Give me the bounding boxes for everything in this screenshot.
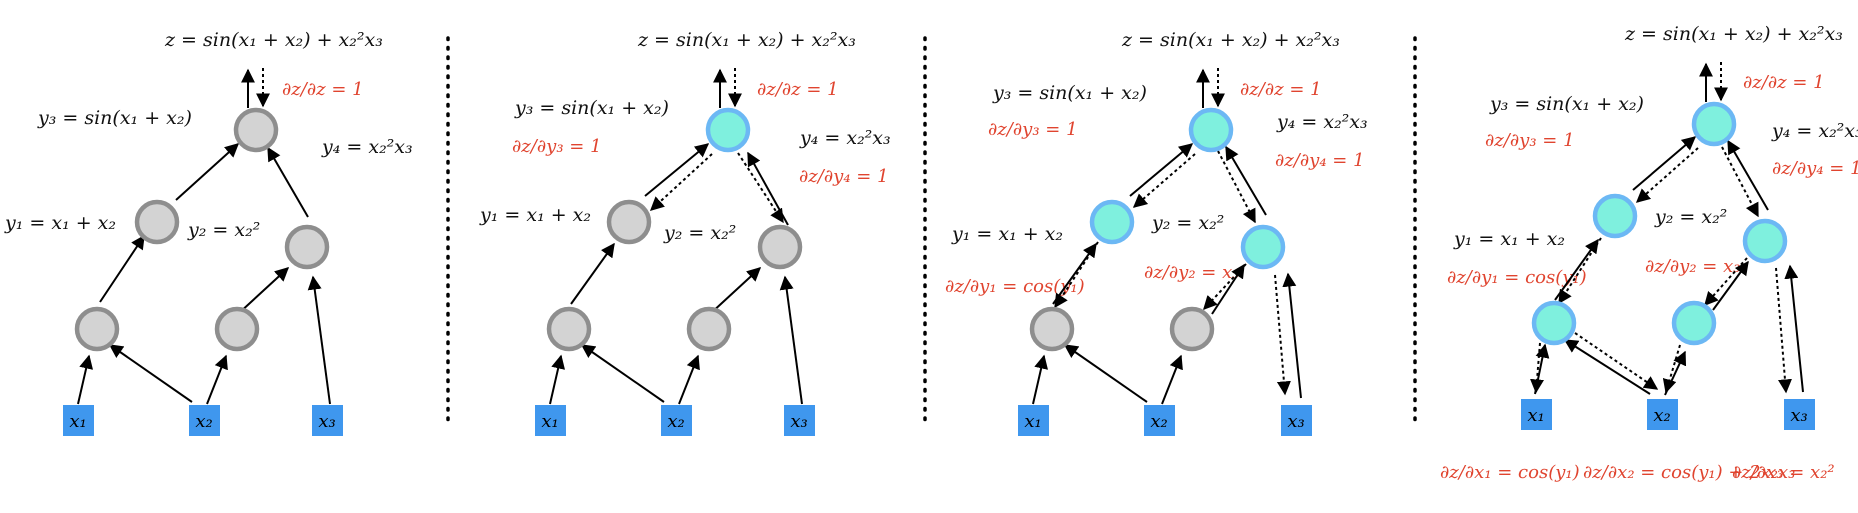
y4-gradient: ∂z/∂y₄ = 1 — [799, 166, 889, 187]
leaf-x2 — [189, 405, 220, 436]
panel-1: z = sin(x₁ + x₂) + x₂²x₃ ∂z/∂z = 1 y₃ = … — [4, 29, 413, 436]
node-sum — [74, 306, 120, 352]
panel-3: z = sin(x₁ + x₂) + x₂²x₃ ∂z/∂z = 1 y₃ = … — [945, 29, 1368, 436]
leaf-x1 — [535, 405, 566, 436]
leaf-x3-label: x₃ — [318, 411, 335, 432]
forward-edges — [549, 68, 803, 405]
leaf-x1-label: x₁ — [1024, 411, 1041, 432]
leaf-x3-label: x₃ — [1287, 411, 1304, 432]
y3-gradient: ∂z/∂y₃ = 1 — [988, 119, 1078, 140]
node-y4 — [1240, 224, 1286, 270]
node-y2 — [1169, 306, 1215, 352]
y1-equation: y₁ = x₁ + x₂ — [1453, 228, 1565, 250]
y3-equation: y₃ = sin(x₁ + x₂) — [514, 97, 669, 119]
leaf-x1 — [63, 405, 94, 436]
output-equation: z = sin(x₁ + x₂) + x₂²x₃ — [1121, 29, 1340, 51]
node-y3-output — [1691, 101, 1737, 147]
y2-equation: y₂ = x₂² — [663, 222, 736, 244]
node-y3-output — [233, 107, 279, 153]
node-y2 — [686, 306, 732, 352]
y4-gradient: ∂z/∂y₄ = 1 — [1772, 158, 1858, 179]
y1-gradient: ∂z/∂y₁ = cos(y₁) — [945, 276, 1085, 297]
panel-2: z = sin(x₁ + x₂) + x₂²x₃ ∂z/∂z = 1 y₃ = … — [479, 29, 891, 436]
node-y3-output — [705, 107, 751, 153]
leaf-x2-label: x₂ — [195, 411, 212, 432]
x1-gradient: ∂z/∂x₁ = cos(y₁) — [1440, 462, 1580, 483]
node-sum — [1531, 300, 1577, 346]
leaf-x3 — [1281, 405, 1312, 436]
y4-equation: y₄ = x₂²x₃ — [321, 136, 413, 158]
leaf-x1-label: x₁ — [541, 411, 558, 432]
leaf-x1-label: x₁ — [69, 411, 86, 432]
leaf-x3 — [1784, 399, 1815, 430]
leaf-x1 — [1018, 405, 1049, 436]
leaf-x1-label: x₁ — [1527, 405, 1544, 426]
y1-equation: y₁ = x₁ + x₂ — [4, 212, 116, 234]
leaf-x2-label: x₂ — [1653, 405, 1670, 426]
leaf-x2 — [661, 405, 692, 436]
leaf-x2 — [1647, 399, 1678, 430]
node-y2 — [214, 306, 260, 352]
y1-equation: y₁ = x₁ + x₂ — [951, 223, 1063, 245]
node-sum — [1029, 306, 1075, 352]
forward-edges — [77, 68, 331, 405]
y3-equation: y₃ = sin(x₁ + x₂) — [992, 82, 1147, 104]
leaf-x2-label: x₂ — [1150, 411, 1167, 432]
y2-gradient: ∂z/∂y₂ = x₃ — [1645, 256, 1740, 277]
y2-equation: y₂ = x₂² — [187, 219, 260, 241]
node-y1 — [134, 199, 180, 245]
node-y1 — [1089, 199, 1135, 245]
y4-equation: y₄ = x₂²x₃ — [1276, 111, 1368, 133]
y2-equation: y₂ = x₂² — [1654, 206, 1727, 228]
node-y2 — [1671, 300, 1717, 346]
y3-gradient: ∂z/∂y₃ = 1 — [512, 136, 602, 157]
top-gradient: ∂z/∂z = 1 — [1240, 79, 1322, 100]
leaf-x3 — [784, 405, 815, 436]
node-y1 — [606, 199, 652, 245]
panel-4: z = sin(x₁ + x₂) + x₂²x₃ ∂z/∂z = 1 y₃ = … — [1440, 23, 1858, 483]
y2-gradient: ∂z/∂y₂ = x₃ — [1144, 262, 1239, 283]
top-gradient: ∂z/∂z = 1 — [1743, 72, 1825, 93]
backward-edges — [1530, 62, 1792, 394]
backward-edges — [1054, 68, 1291, 396]
output-equation: z = sin(x₁ + x₂) + x₂²x₃ — [164, 29, 383, 51]
y4-equation: y₄ = x₂²x₃ — [1771, 120, 1858, 142]
y1-gradient: ∂z/∂y₁ = cos(y₁) — [1447, 267, 1587, 288]
output-equation: z = sin(x₁ + x₂) + x₂²x₃ — [637, 29, 856, 51]
x3-gradient: ∂z/∂x₃ = x₂² — [1732, 462, 1835, 483]
x2-gradient: ∂z/∂x₂ = cos(y₁) + 2x₂x₃ — [1583, 462, 1795, 483]
leaf-x3-label: x₃ — [1790, 405, 1807, 426]
top-gradient: ∂z/∂z = 1 — [757, 79, 839, 100]
top-gradient: ∂z/∂z = 1 — [282, 79, 364, 100]
leaf-x3 — [312, 405, 343, 436]
y3-gradient: ∂z/∂y₃ = 1 — [1485, 130, 1575, 151]
output-equation: z = sin(x₁ + x₂) + x₂²x₃ — [1624, 23, 1843, 45]
backward-edges — [649, 68, 784, 224]
node-y4 — [757, 224, 803, 270]
y4-equation: y₄ = x₂²x₃ — [799, 127, 891, 149]
node-y3-output — [1188, 107, 1234, 153]
y3-equation: y₃ = sin(x₁ + x₂) — [1489, 93, 1644, 115]
y4-gradient: ∂z/∂y₄ = 1 — [1275, 150, 1365, 171]
leaf-x1 — [1521, 399, 1552, 430]
y2-equation: y₂ = x₂² — [1151, 212, 1224, 234]
node-y4 — [284, 224, 330, 270]
node-sum — [546, 306, 592, 352]
y3-equation: y₃ = sin(x₁ + x₂) — [37, 107, 192, 129]
y1-equation: y₁ = x₁ + x₂ — [479, 204, 591, 226]
leaf-x2-label: x₂ — [667, 411, 684, 432]
node-y1 — [1592, 193, 1638, 239]
leaf-x2 — [1144, 405, 1175, 436]
node-y4 — [1742, 218, 1788, 264]
leaf-x3-label: x₃ — [790, 411, 807, 432]
